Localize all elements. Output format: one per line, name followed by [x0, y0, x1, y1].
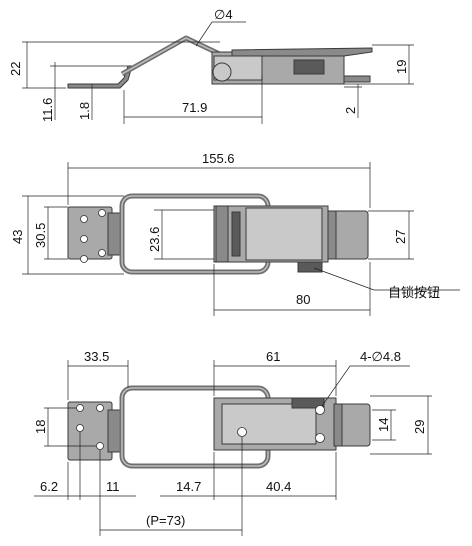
bottom-view: 33.5 61 4-∅4.8 18 14 29 6.2 — [33, 349, 432, 536]
dim-length: 71.9 — [182, 100, 207, 115]
dim-diameter: ∅4 — [214, 7, 233, 22]
dim-hole-pitch: 11 — [106, 479, 120, 494]
dim-catch-width-bottom: 29 — [412, 420, 427, 434]
dim-plate-width: 30.5 — [33, 223, 48, 248]
dim-height-left: 22 — [8, 62, 23, 76]
dim-overall-width: 43 — [10, 230, 25, 244]
side-view: ∅4 22 19 11.6 1.8 71.9 2 — [8, 7, 414, 124]
dim-offset: 2 — [343, 107, 358, 114]
dim-catch-length: 80 — [296, 292, 310, 307]
top-self-lock-button — [297, 261, 323, 273]
dim-pitch: (P=73) — [146, 513, 185, 528]
side-lever — [231, 47, 373, 57]
dim-gap: 14.7 — [176, 479, 201, 494]
side-base-plate — [67, 65, 133, 89]
dim-loop-inner: 23.6 — [147, 227, 162, 252]
bottom-base-plate — [67, 401, 113, 461]
dim-catch-hole-spacing: 14 — [376, 418, 391, 432]
top-view: 155.6 43 30.5 23.6 27 80 自锁按钮 — [10, 151, 460, 316]
dim-plate-hole-spacing: 18 — [33, 420, 48, 434]
side-pivot — [212, 62, 232, 82]
dim-overall-length: 155.6 — [202, 151, 235, 166]
dim-height-right: 19 — [394, 60, 409, 74]
dim-body-length: 61 — [266, 349, 280, 364]
dim-plate-length: 33.5 — [84, 349, 109, 364]
dim-base-thickness: 1.8 — [77, 102, 92, 120]
dim-plate-thickness: 11.6 — [40, 98, 55, 122]
dim-body-offset: 40.4 — [266, 479, 291, 494]
dim-edge-offset: 6.2 — [40, 479, 58, 494]
dim-hole-label: 4-∅4.8 — [360, 349, 401, 364]
dim-catch-width: 27 — [393, 230, 408, 244]
label-self-lock-button: 自锁按钮 — [388, 285, 440, 301]
